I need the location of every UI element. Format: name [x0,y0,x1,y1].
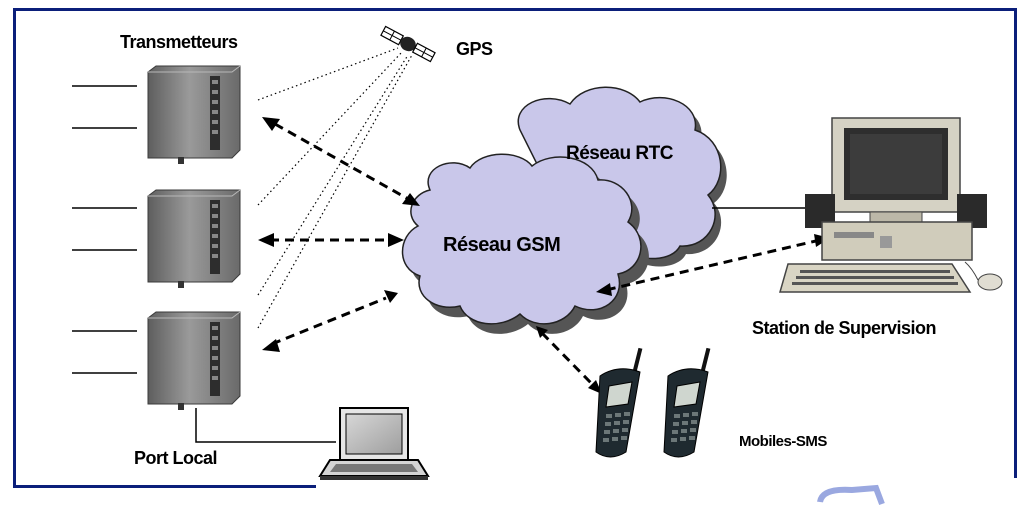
mobile-phone-icon [663,347,711,458]
arrowheads [258,117,830,394]
local-port-label: Port Local [134,448,218,468]
computer-icon [779,117,1003,293]
laptop-icon [318,407,430,480]
gsm-network-label: Réseau GSM [443,234,561,256]
mobiles-label: Mobiles-SMS [739,433,827,450]
gsm-links [270,122,821,388]
supervision-station-label: Station de Supervision [752,318,937,338]
transmitter-icon [147,189,241,289]
transmitter-icon [147,65,241,165]
rtc-network-label: Réseau RTC [566,143,673,164]
satellite-icon [380,25,436,63]
gps-links [257,47,413,329]
cloud-icon [401,153,649,334]
local-port-cable [195,408,336,443]
transmitters-title: Transmetteurs [120,32,238,52]
frame-gap [316,478,1023,506]
brand-logo-fragment [817,484,885,506]
transmitter-input-lines [72,85,137,374]
gps-label: GPS [456,39,493,59]
mobile-phone-icon [595,347,643,458]
transmitter-icon [147,311,241,411]
